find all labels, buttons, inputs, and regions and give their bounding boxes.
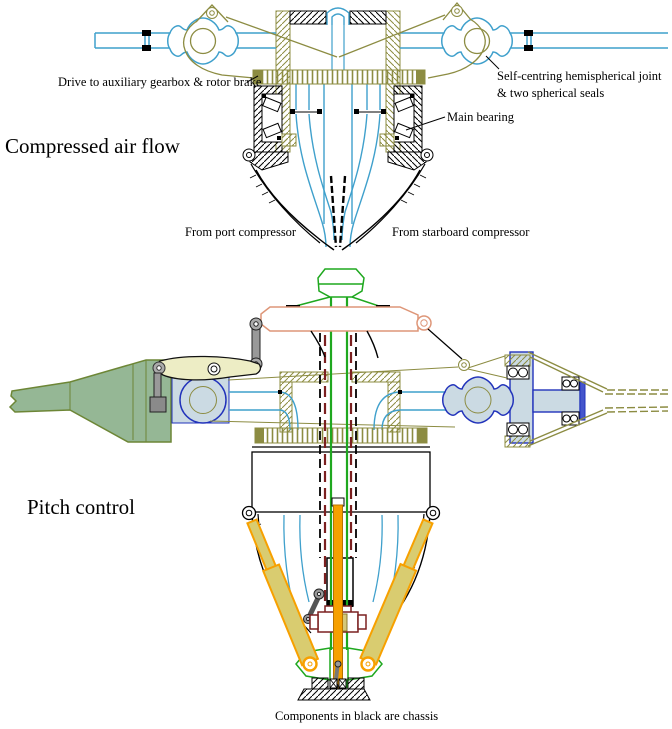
leader-drive: [246, 75, 259, 83]
spherical-joint-disc: [179, 376, 227, 424]
pitch-mast: [279, 371, 401, 433]
label-joint-line1: Self-centring hemispherical joint: [497, 69, 662, 83]
title-pitch-control: Pitch control: [27, 495, 135, 519]
pitch-actuator-right: [359, 518, 434, 666]
pitch-link-left: [153, 372, 162, 398]
starboard-blade-shaft: [400, 31, 668, 50]
starboard-pitch-assembly: [458, 351, 669, 448]
chassis-top-bar: [289, 10, 327, 25]
blade-cone: [527, 351, 669, 447]
bearing-roller: [262, 122, 282, 139]
ground-symbol: [297, 677, 371, 701]
beam-chassis-link: [427, 328, 463, 360]
beam-struts: [310, 330, 379, 359]
air-duct-curve: [295, 113, 327, 248]
hemispherical-joint-left: [167, 17, 239, 65]
pushrod: [333, 504, 343, 689]
jet-pipe: [329, 175, 338, 248]
label-port-compressor: From port compressor: [185, 225, 297, 239]
pitch-link-right: [251, 327, 261, 361]
label-chassis-note: Components in black are chassis: [275, 709, 438, 723]
drive-arms: [182, 1, 486, 79]
label-drive-gearbox: Drive to auxiliary gearbox & rotor brake: [58, 75, 262, 89]
hemispherical-joint-pitch: [442, 376, 514, 424]
bearing-foot: [249, 151, 289, 171]
pitch-control-diagram: Pitch control Components in black are ch…: [8, 268, 669, 723]
label-starboard-compressor: From starboard compressor: [392, 225, 530, 239]
pitch-actuator-left: [246, 518, 320, 667]
seal-linkage: [306, 596, 321, 619]
leader-main-bearing: [405, 116, 446, 131]
main-bearing-right-assembly: [338, 9, 435, 252]
chassis-curve: [255, 169, 335, 251]
pitch-air-ducts: [229, 391, 452, 431]
main-bearing-left-assembly: [242, 10, 338, 251]
blade-root: [8, 359, 172, 443]
gear-band-top: [252, 69, 426, 85]
scissor-links: [209, 366, 459, 428]
label-joint-line2: & two spherical seals: [497, 86, 604, 100]
gear-band-pitch: [254, 427, 428, 444]
rocker-beam: [260, 306, 419, 332]
compressed-air-flow-diagram: Compressed air flow Drive to auxiliary g…: [5, 1, 668, 252]
title-compressed-air-flow: Compressed air flow: [5, 134, 181, 158]
pitch-spider: [291, 268, 383, 308]
bearing-roller: [262, 96, 282, 113]
leader-joint: [485, 55, 500, 70]
center-duct-dome: [326, 7, 350, 25]
collective-rods: [329, 297, 349, 650]
label-main-bearing: Main bearing: [447, 110, 515, 124]
